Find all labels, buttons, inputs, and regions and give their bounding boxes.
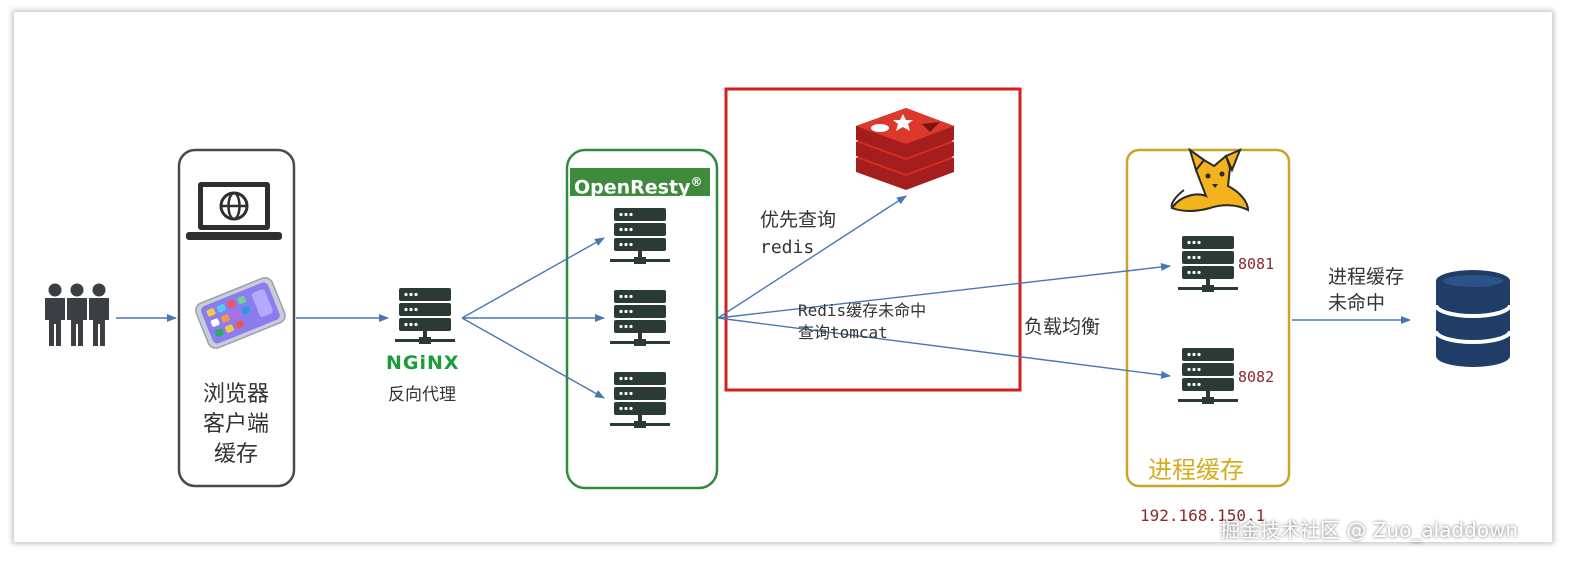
openresty-server-icon (610, 208, 670, 264)
tomcat-cat-icon (1170, 147, 1250, 212)
openresty-box (565, 148, 719, 490)
redis-miss-label: Redis缓存未命中 查询tomcat (798, 300, 926, 344)
redis-miss-line2: 查询tomcat (798, 323, 888, 342)
tomcat-box (1125, 148, 1291, 488)
laptop-icon (186, 182, 282, 240)
browser-cache-label: 浏览器 客户端 缓存 (178, 380, 294, 470)
registered-mark: ® (690, 175, 703, 189)
arrow-openresty-to-tomcat-8081 (717, 263, 1171, 319)
nginx-logo: NGiNX (386, 352, 460, 374)
diagram-canvas (14, 12, 1552, 542)
users-icon (45, 283, 109, 346)
process-cache-label: 进程缓存 (1148, 456, 1244, 484)
arrow-nginx-to-openresty-3 (461, 317, 605, 399)
openresty-name: OpenResty (574, 176, 691, 199)
browser-label-line3: 缓存 (213, 442, 258, 467)
smartphone-icon (195, 277, 286, 349)
redis-box (724, 87, 1022, 392)
arrow-openresty-to-tomcat-8082 (717, 317, 1171, 379)
watermark: 掘金技术社区 @ Zuo_aladdown (1220, 518, 1519, 542)
openresty-title: OpenResty® (570, 168, 710, 199)
redis-miss-line1: Redis缓存未命中 (798, 301, 927, 320)
browser-label-line1: 浏览器 (202, 382, 269, 407)
redis-query-line1: 优先查询 (760, 209, 837, 231)
process-miss-line2: 未命中 (1328, 292, 1386, 314)
process-cache-miss-label: 进程缓存 未命中 (1328, 264, 1404, 316)
tomcat-server-8081-icon (1178, 236, 1238, 292)
openresty-server-icon (610, 290, 670, 346)
tomcat-server-8082-icon (1178, 348, 1238, 404)
database-icon (1434, 270, 1512, 367)
nginx-server-icon (395, 288, 455, 344)
arrow-nginx-to-openresty-1 (461, 237, 605, 319)
reverse-proxy-label: 反向代理 (388, 385, 456, 405)
ip-address-label: 192.168.150.1 (1140, 506, 1266, 525)
browser-client-box (177, 148, 296, 488)
openresty-server-icon (610, 372, 670, 428)
port-8081-label: 8081 (1238, 255, 1275, 273)
load-balance-label: 负载均衡 (1024, 316, 1101, 338)
redis-query-line2: redis (760, 237, 815, 258)
arrow-openresty-to-redis (717, 195, 907, 319)
redis-icon (856, 108, 954, 190)
redis-query-label: 优先查询 redis (760, 206, 836, 262)
browser-label-line2: 客户端 (202, 412, 269, 437)
port-8082-label: 8082 (1238, 368, 1275, 386)
process-miss-line1: 进程缓存 (1328, 266, 1405, 288)
